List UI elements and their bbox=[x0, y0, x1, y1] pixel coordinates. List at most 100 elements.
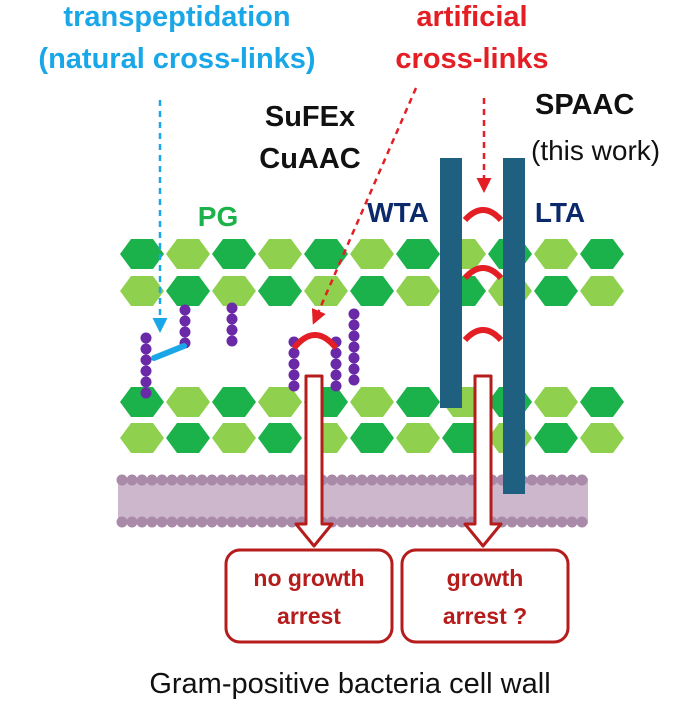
artificial-cross-link-arc bbox=[462, 207, 504, 223]
lipid-head bbox=[436, 516, 448, 528]
lipid-head bbox=[396, 474, 408, 486]
artificial-arrow bbox=[311, 87, 418, 325]
lipid-head bbox=[526, 474, 538, 486]
pg-hexagon bbox=[166, 387, 210, 417]
lipid-head bbox=[386, 474, 398, 486]
lipid-head bbox=[346, 516, 358, 528]
lipid-head bbox=[336, 474, 348, 486]
lipid-head bbox=[356, 474, 368, 486]
lipid-head bbox=[556, 474, 568, 486]
lipid-head bbox=[406, 516, 418, 528]
spaac-label: SPAAC bbox=[535, 89, 634, 121]
artificial-cross-link-arc bbox=[462, 327, 504, 343]
peptide-bead bbox=[348, 374, 360, 386]
no-growth-arrow bbox=[294, 374, 334, 548]
pg-hexagon bbox=[212, 387, 256, 417]
lipid-head bbox=[196, 474, 208, 486]
pg-hexagon bbox=[580, 239, 624, 269]
lipid-head bbox=[396, 516, 408, 528]
lipid-head bbox=[176, 474, 188, 486]
pg-hexagon bbox=[304, 239, 348, 269]
lipid-head bbox=[216, 474, 228, 486]
pg-hexagon bbox=[304, 276, 348, 306]
lipid-head bbox=[156, 516, 168, 528]
caption: Gram-positive bacteria cell wall bbox=[149, 668, 550, 700]
pg-hexagon bbox=[258, 423, 302, 453]
wta-label: WTA bbox=[367, 197, 429, 228]
pg-hexagon bbox=[258, 387, 302, 417]
peptide-bead bbox=[348, 352, 360, 364]
lipid-head bbox=[416, 516, 428, 528]
pg-hexagon bbox=[580, 276, 624, 306]
peptide-bead bbox=[140, 354, 152, 366]
lipid-head bbox=[216, 516, 228, 528]
peptide-bead bbox=[226, 313, 238, 325]
lipid-head bbox=[526, 516, 538, 528]
lipid-head bbox=[136, 516, 148, 528]
lipid-head bbox=[146, 516, 158, 528]
lta-bar bbox=[503, 158, 525, 494]
lipid-head bbox=[136, 474, 148, 486]
lipid-head bbox=[576, 516, 588, 528]
lipid-head bbox=[236, 474, 248, 486]
artificial-label: artificial bbox=[416, 1, 527, 33]
transpeptidation-label: transpeptidation bbox=[63, 1, 290, 33]
lipid-head bbox=[376, 474, 388, 486]
pg-hexagon bbox=[212, 423, 256, 453]
lipid-head bbox=[376, 516, 388, 528]
lipid-head bbox=[116, 474, 128, 486]
artificial-cross-links-label: cross-links bbox=[395, 43, 548, 75]
pg-hexagon bbox=[580, 423, 624, 453]
growth-arrest-arrow bbox=[463, 374, 503, 548]
lipid-head bbox=[566, 516, 578, 528]
lipid-head bbox=[256, 474, 268, 486]
peptide-bead bbox=[140, 387, 152, 399]
pg-hexagon bbox=[534, 239, 578, 269]
lipid-head bbox=[226, 516, 238, 528]
pg-hexagon bbox=[534, 423, 578, 453]
pg-hexagon bbox=[258, 276, 302, 306]
lipid-head bbox=[206, 516, 218, 528]
lipid-head bbox=[536, 474, 548, 486]
pg-hexagon bbox=[396, 276, 440, 306]
pg-hexagon bbox=[396, 239, 440, 269]
wta-bar bbox=[440, 158, 462, 408]
lipid-head bbox=[176, 516, 188, 528]
pg-hexagon bbox=[350, 423, 394, 453]
lipid-head bbox=[336, 516, 348, 528]
peptide-bead bbox=[179, 304, 191, 316]
lipid-head bbox=[426, 516, 438, 528]
peptide-bead bbox=[288, 358, 300, 370]
lipid-head bbox=[366, 474, 378, 486]
lipid-head bbox=[126, 474, 138, 486]
peptide-bead bbox=[226, 335, 238, 347]
lipid-head bbox=[166, 474, 178, 486]
lipid-head bbox=[196, 516, 208, 528]
lipid-head bbox=[286, 474, 298, 486]
peptide-bead bbox=[179, 315, 191, 327]
no-growth-label: no growth bbox=[253, 565, 364, 591]
growth-label: growth bbox=[447, 565, 524, 591]
lipid-head bbox=[276, 474, 288, 486]
lipid-head bbox=[536, 516, 548, 528]
peptide-bead bbox=[348, 319, 360, 331]
lipid-head bbox=[346, 474, 358, 486]
peptide-bead bbox=[330, 380, 342, 392]
pg-hexagon bbox=[534, 387, 578, 417]
pg-hexagon bbox=[120, 423, 164, 453]
lipid-head bbox=[446, 474, 458, 486]
lipid-head bbox=[236, 516, 248, 528]
peptide-bead bbox=[348, 308, 360, 320]
lipid-head bbox=[426, 474, 438, 486]
lipid-head bbox=[246, 516, 258, 528]
lipid-head bbox=[186, 516, 198, 528]
growth-arrest-box bbox=[400, 548, 570, 644]
pg-hexagon bbox=[396, 423, 440, 453]
peptide-bead bbox=[140, 343, 152, 355]
lipid-head bbox=[246, 474, 258, 486]
lipid-head bbox=[406, 474, 418, 486]
peptide-bead bbox=[288, 347, 300, 359]
lipid-head bbox=[116, 516, 128, 528]
lipid-head bbox=[326, 474, 338, 486]
peptide-bead bbox=[330, 358, 342, 370]
